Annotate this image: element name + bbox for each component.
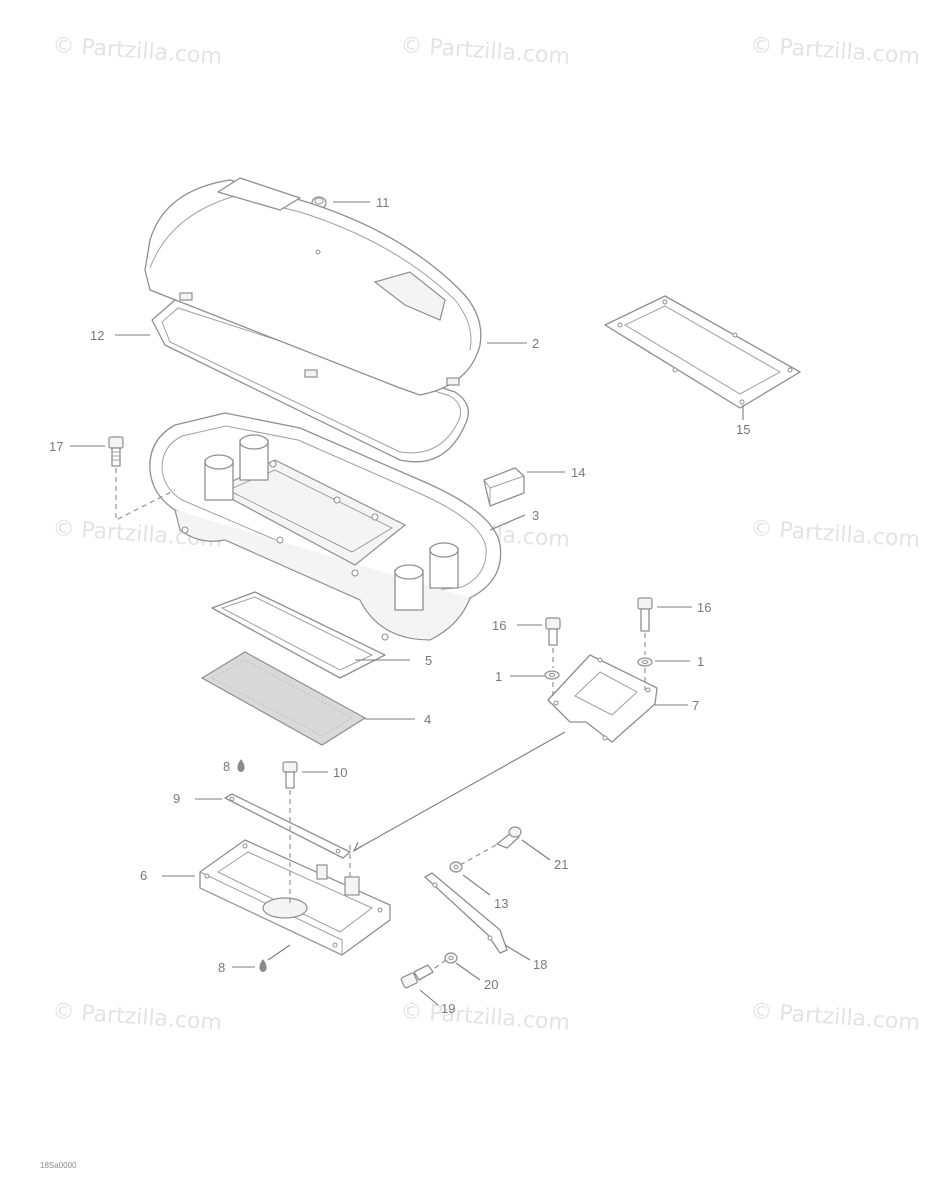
- part-4-screen: [200, 651, 367, 746]
- part-5-gasket: [211, 591, 386, 679]
- tube: [429, 542, 459, 589]
- watermark: © Partzilla.com: [750, 33, 921, 70]
- callout-19: 19: [441, 1001, 455, 1016]
- callout-7: 7: [692, 698, 699, 713]
- part-7-plate: [547, 654, 658, 743]
- callout-6: 6: [140, 868, 147, 883]
- callout-15: 15: [736, 422, 750, 437]
- callout-21: 21: [554, 857, 568, 872]
- callout-9: 9: [173, 791, 180, 806]
- callout-16: 16: [697, 600, 711, 615]
- part-14-block: [483, 467, 525, 507]
- callout-12: 12: [90, 328, 104, 343]
- tube: [239, 434, 269, 481]
- part-3-intake-base: [149, 412, 502, 641]
- callout-14: 14: [571, 465, 585, 480]
- watermark: © Partzilla.com: [52, 33, 223, 70]
- assembly-lines: [115, 468, 646, 971]
- part-15-gasket: [604, 295, 801, 409]
- drawing-code: 18Sa0000: [40, 1161, 77, 1170]
- callout-5: 5: [425, 653, 432, 668]
- part-6-frame: [199, 839, 391, 956]
- part-16-bolt: [637, 597, 653, 632]
- callout-8: 8: [218, 960, 225, 975]
- callout-18: 18: [533, 957, 547, 972]
- part-8-sealant-drop: [237, 759, 245, 772]
- part-8-sealant-drop: [259, 959, 267, 972]
- part-17-bolt: [108, 436, 124, 467]
- callout-11: 11: [376, 195, 390, 210]
- tube: [204, 454, 234, 501]
- leader-lines: [70, 201, 744, 1006]
- callout-13: 13: [494, 896, 508, 911]
- watermark: © Partzilla.com: [750, 999, 921, 1036]
- callout-1: 1: [495, 669, 502, 684]
- part-20-washer: [444, 952, 458, 964]
- part-19-bolt: [400, 964, 434, 989]
- part-2-intake-cover: [144, 177, 482, 396]
- callout-4: 4: [424, 712, 431, 727]
- tube: [394, 564, 424, 611]
- part-1-washer: [637, 657, 653, 667]
- callout-1: 1: [697, 654, 704, 669]
- callout-2: 2: [532, 336, 539, 351]
- part-16-bolt: [545, 617, 561, 646]
- part-10-bolt: [282, 761, 298, 789]
- watermark: © Partzilla.com: [52, 999, 223, 1036]
- callout-20: 20: [484, 977, 498, 992]
- callouts: 11 2 12 15 17 14 3 16 16 5 1 1 7 4 8 10 …: [49, 195, 750, 1016]
- part-13-washer: [449, 861, 463, 873]
- part-9-bar: [224, 793, 351, 859]
- callout-10: 10: [333, 765, 347, 780]
- watermark: © Partzilla.com: [400, 33, 571, 70]
- callout-17: 17: [49, 439, 63, 454]
- part-18-bracket: [424, 872, 508, 954]
- part-1-washer: [544, 670, 560, 680]
- callout-8: 8: [223, 759, 230, 774]
- part-12-gasket: [151, 299, 469, 463]
- watermark: © Partzilla.com: [750, 516, 921, 553]
- callout-16: 16: [492, 618, 506, 633]
- callout-3: 3: [532, 508, 539, 523]
- watermark: © Partzilla.com: [400, 999, 571, 1036]
- part-21-screw: [496, 826, 522, 849]
